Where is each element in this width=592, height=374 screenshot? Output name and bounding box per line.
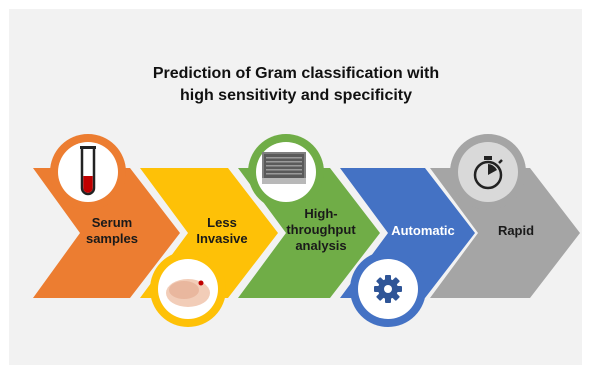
step-high-throughput-line-1: High- — [304, 206, 338, 221]
title-line-1: Prediction of Gram classification with — [152, 65, 440, 82]
step-high-throughput-label: High- throughput analysis — [276, 206, 366, 254]
step-rapid-label: Rapid — [476, 223, 556, 239]
step-automatic-line-1: Automatic — [391, 223, 455, 238]
step-serum-line-2: samples — [85, 231, 139, 246]
step-serum-line-1: Serum — [91, 215, 133, 230]
plate-reader-photo — [262, 152, 306, 184]
step-high-throughput-line-2: throughput — [286, 222, 356, 237]
step-less-invasive-line-1: Less — [207, 215, 237, 230]
stopwatch-icon — [473, 156, 503, 190]
step-high-throughput-line-3: analysis — [295, 238, 347, 253]
step-automatic-label: Automatic — [378, 223, 468, 239]
step-rapid-line-1: Rapid — [497, 223, 535, 238]
test-tube-icon — [80, 146, 96, 196]
step-less-invasive-line-2: Invasive — [196, 231, 248, 246]
finger-prick-photo — [166, 279, 210, 307]
step-serum-label: Serum samples — [72, 215, 152, 247]
step-less-invasive-label: Less Invasive — [182, 215, 262, 247]
diagram-title: Prediction of Gram classification with h… — [0, 63, 592, 107]
gear-icon — [374, 275, 402, 303]
title-line-2: high sensitivity and specificity — [179, 87, 413, 104]
